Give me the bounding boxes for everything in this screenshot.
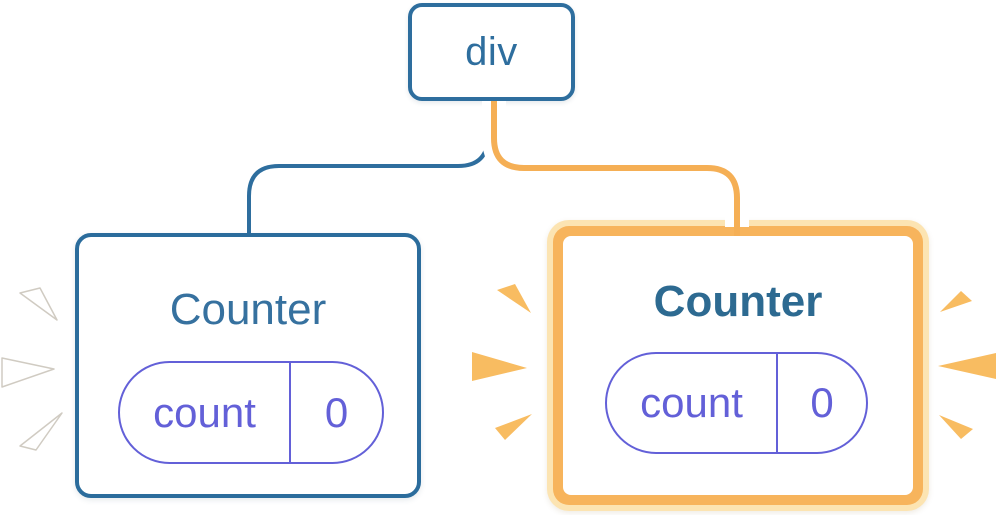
- highlight-ring: Counter count 0: [553, 226, 923, 505]
- state-key-label: count: [640, 379, 743, 426]
- state-value-label: 0: [324, 388, 349, 436]
- sparkle-burst-white-icon: [1, 287, 63, 451]
- state-key-label: count: [153, 388, 256, 436]
- sparkle-ray-icon: [472, 352, 527, 381]
- state-key-cell: count: [120, 363, 291, 462]
- sparkle-ray-icon: [938, 353, 996, 379]
- tree-node-div: div: [408, 3, 575, 101]
- sparkle-ray-icon: [19, 287, 58, 321]
- counter-card-right-inner: Counter count 0: [563, 236, 913, 495]
- state-pill-right: count 0: [605, 352, 868, 454]
- sparkle-ray-icon: [497, 284, 531, 313]
- state-value-cell: 0: [778, 354, 866, 452]
- state-value-cell: 0: [291, 363, 382, 462]
- tree-node-div-label: div: [465, 30, 518, 74]
- state-key-cell: count: [607, 354, 778, 452]
- counter-card-left-title: Counter: [169, 285, 327, 334]
- sparkle-ray-icon: [939, 415, 973, 439]
- counter-card-right-highlighted: Counter count 0: [547, 220, 929, 511]
- sparkle-ray-icon: [19, 412, 63, 451]
- sparkle-ray-icon: [1, 357, 55, 388]
- state-value-label: 0: [810, 379, 834, 426]
- edge-highlight-core: [491, 101, 740, 236]
- edge-highlight-casing: [482, 101, 749, 227]
- sparkle-burst-orange-left-icon: [472, 284, 532, 440]
- sparkle-ray-icon: [940, 291, 972, 312]
- edge-root-to-left-counter-path: [247, 101, 490, 236]
- sparkle-ray-icon: [495, 414, 532, 440]
- state-pill-left: count 0: [118, 361, 384, 464]
- sparkle-burst-orange-right-icon: [938, 291, 996, 439]
- counter-card-left: Counter count 0: [75, 233, 421, 498]
- counter-card-right-title: Counter: [653, 277, 823, 326]
